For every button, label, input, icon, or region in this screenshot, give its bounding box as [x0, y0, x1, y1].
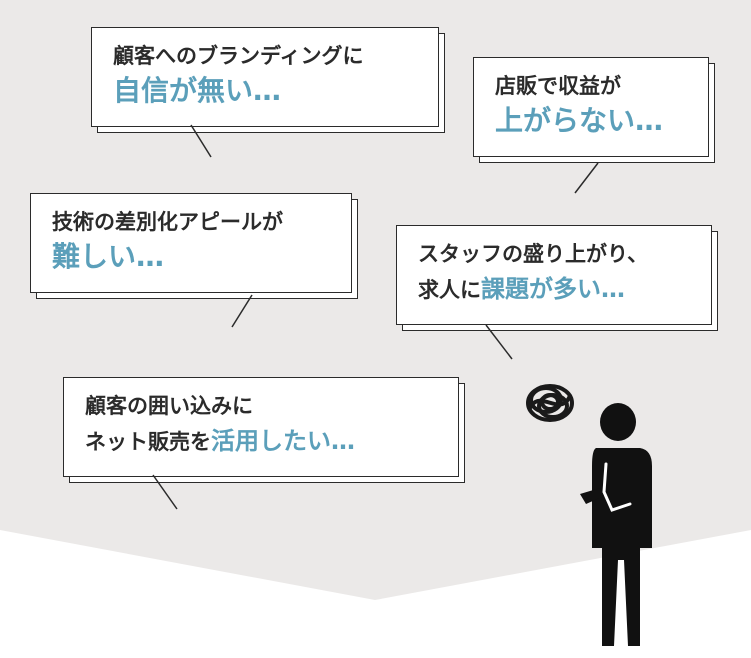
bubble-text-primary: スタッフの盛り上がり、 — [418, 242, 649, 266]
bubble-text-primary: 店販で収益が — [495, 74, 621, 98]
bubble-tail — [574, 162, 599, 194]
bubble-text-primary: 技術の差別化アピールが — [52, 210, 283, 234]
bubble-text-secondary: ネット販売を活用したい… — [85, 421, 441, 462]
tangled-scribble-icon — [526, 384, 574, 422]
speech-bubble-branding: 顧客へのブランディングに 自信が無い… — [91, 27, 445, 158]
bubble-text-prefix: 求人に — [418, 278, 481, 302]
bubble-tail — [152, 474, 178, 510]
bubble-text-secondary: 求人に課題が多い… — [418, 269, 694, 310]
speech-bubble-tech-differentiation: 技術の差別化アピールが 難しい… — [30, 193, 358, 328]
bubble-text-highlight: 課題が多い… — [481, 275, 625, 303]
bubble-text-prefix: ネット販売を — [85, 430, 211, 454]
bubble-tail — [485, 324, 513, 360]
speech-bubble-staff-recruiting: スタッフの盛り上がり、 求人に課題が多い… — [396, 225, 718, 360]
speech-bubble-online-sales: 顧客の囲い込みに ネット販売を活用したい… — [63, 377, 465, 510]
bubble-text-highlight: 難しい… — [52, 240, 165, 273]
speech-bubble-retail-profit: 店販で収益が 上がらない… — [473, 57, 715, 194]
bubble-text-primary: 顧客の囲い込みに — [85, 394, 253, 418]
bubble-text-primary: 顧客へのブランディングに — [113, 44, 364, 68]
bubble-tail — [190, 124, 212, 158]
bubble-text-highlight: 上がらない… — [495, 104, 664, 137]
bubble-text-highlight: 自信が無い… — [113, 74, 282, 107]
bubble-text-highlight: 活用したい… — [211, 427, 355, 455]
worried-person-icon — [580, 403, 652, 646]
bubble-tail — [231, 294, 253, 328]
